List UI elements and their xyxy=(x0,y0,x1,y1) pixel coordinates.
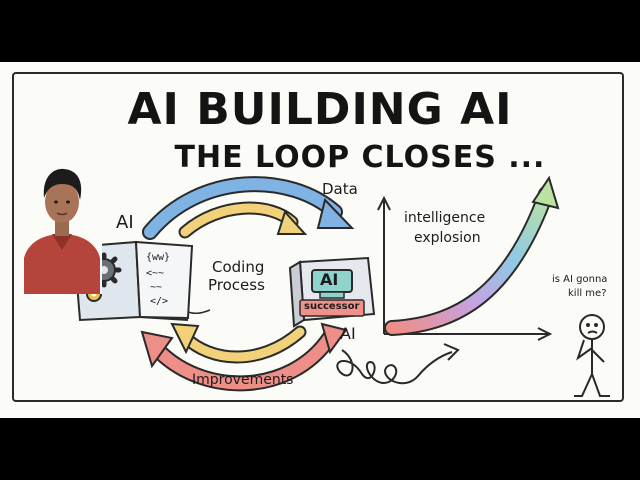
code-line-4: </> xyxy=(150,296,169,307)
improvements-label: Improvements xyxy=(192,372,294,388)
data-arrowhead xyxy=(316,198,355,229)
growth-arrowhead xyxy=(531,175,560,210)
process-label: Process xyxy=(208,276,265,294)
subheadline: THE LOOP CLOSES ... xyxy=(174,140,546,175)
whiteboard: AI BUILDING AI THE LOOP CLOSES ... xyxy=(0,62,640,418)
headline: AI BUILDING AI xyxy=(127,84,513,135)
coding-label: Coding xyxy=(212,258,265,276)
whiteboard-border xyxy=(12,72,624,402)
ai-source-label: AI xyxy=(116,212,134,233)
question-line2: kill me? xyxy=(568,288,607,299)
loop-squiggle xyxy=(336,349,453,385)
person-webcam xyxy=(22,154,102,294)
intelligence-label: intelligence xyxy=(404,210,486,226)
ai-chip-label: AI xyxy=(320,270,339,289)
data-label: Data xyxy=(322,180,358,198)
code-line-3: ~~ xyxy=(150,282,163,293)
pointer-arrow xyxy=(187,309,211,315)
code-line-1: {ww} xyxy=(146,252,171,263)
improvements-arrowhead xyxy=(140,330,174,369)
question-line1: is AI gonna xyxy=(552,274,608,285)
ai-successor-label: AI xyxy=(340,324,356,343)
code-line-2: <~~ xyxy=(146,268,165,279)
successor-label: successor xyxy=(304,301,360,312)
diagram-canvas xyxy=(72,175,610,397)
stick-figure-icon xyxy=(574,314,610,397)
ai-chip-icon xyxy=(288,256,376,328)
explosion-label: explosion xyxy=(414,230,481,246)
